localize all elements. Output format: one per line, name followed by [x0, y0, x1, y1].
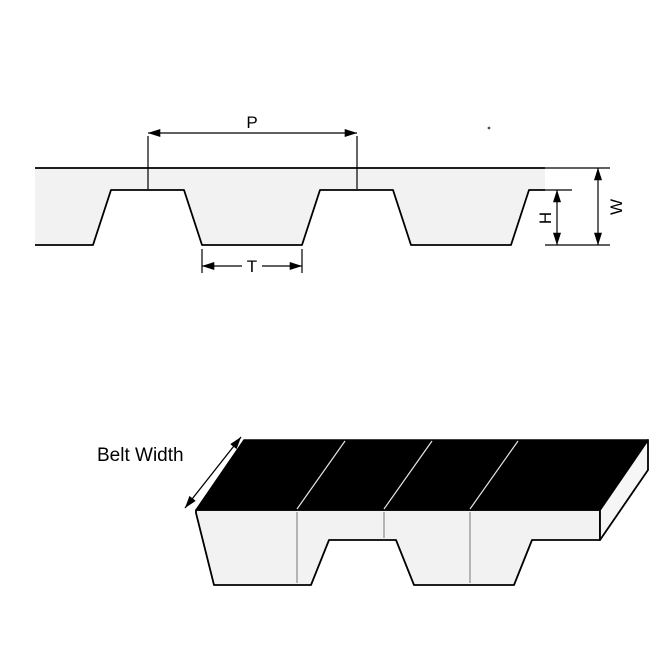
- belt-width-arrow: [184, 436, 242, 509]
- speck: [487, 126, 491, 130]
- dimension-belt-thickness: W: [594, 167, 626, 246]
- top-face-seam-line: [383, 440, 433, 510]
- belt-tooth-contour: [35, 189, 545, 246]
- perspective-view: Belt Width: [97, 436, 649, 586]
- dimension-belt-width: Belt Width: [97, 436, 242, 509]
- dimension-tooth-width: T: [201, 249, 303, 276]
- dimension-pitch: P: [147, 113, 358, 189]
- belt-width-label: Belt Width: [97, 445, 184, 466]
- tooth-width-label: T: [247, 257, 257, 276]
- top-face-seam-line: [469, 440, 519, 510]
- belt-end-face: [599, 439, 649, 541]
- belt-thickness-label: W: [607, 199, 626, 215]
- tooth-height-label: H: [536, 212, 555, 224]
- belt-top-face: [195, 439, 649, 511]
- belt-profile-fill: [35, 168, 545, 245]
- cross-section-view: P T H W: [35, 113, 626, 276]
- dimension-tooth-height: H: [536, 189, 561, 246]
- belt-front-face: [195, 509, 601, 586]
- pitch-label: P: [246, 113, 257, 132]
- top-face-seam-line: [296, 440, 346, 510]
